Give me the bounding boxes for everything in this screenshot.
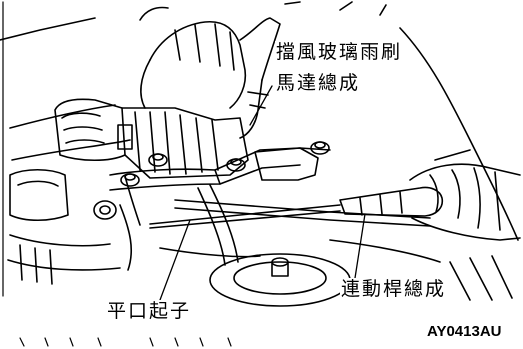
strut-mount xyxy=(209,253,351,307)
leader-screwdriver xyxy=(159,219,191,301)
bolt xyxy=(226,158,246,172)
label-wiper-motor-line2: 馬達總成 xyxy=(275,72,362,94)
label-linkage-assembly: 連動桿總成 xyxy=(340,278,448,300)
linkage-bracket xyxy=(109,147,331,226)
hood-panel xyxy=(9,1,519,241)
wiper-motor xyxy=(54,98,249,179)
left-hand xyxy=(139,6,247,109)
leader-linkage xyxy=(354,213,366,279)
screwdriver xyxy=(149,186,444,229)
bottom-dashes xyxy=(19,337,232,347)
right-hand xyxy=(409,163,521,241)
bolt xyxy=(310,141,330,155)
bolts xyxy=(120,141,330,187)
linkage-rods xyxy=(174,184,431,266)
left-cowl-structure xyxy=(7,168,133,285)
leader-lines xyxy=(159,85,366,301)
lower-panel xyxy=(159,239,513,301)
bolt xyxy=(148,153,168,167)
bolt xyxy=(120,173,140,187)
frame-lines xyxy=(0,1,301,297)
label-flat-screwdriver: 平口起子 xyxy=(106,300,193,322)
label-wiper-motor-line1: 擋風玻璃雨刷 xyxy=(275,41,404,63)
leader-wiper-motor xyxy=(249,85,273,126)
figure-code: AY0413AU xyxy=(427,323,502,340)
